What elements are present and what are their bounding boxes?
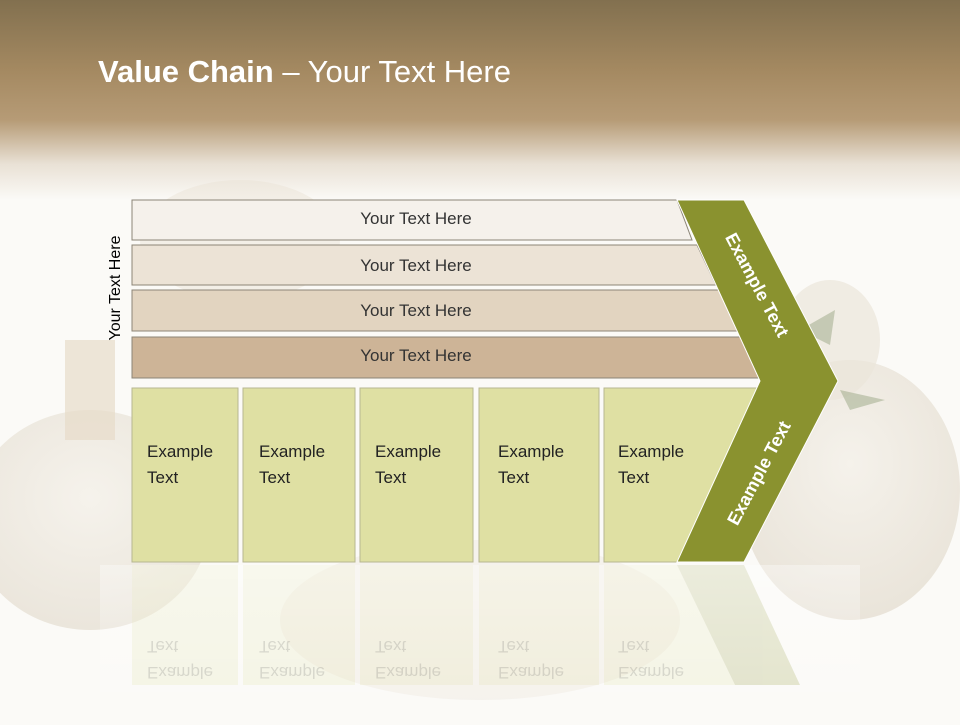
margin-chevron[interactable]: [676, 199, 839, 563]
primary-box-1-reflection: Example Text: [147, 637, 214, 682]
header-band: [0, 0, 960, 200]
primary-box-4-reflection: Example Text: [498, 637, 565, 682]
primary-box-1[interactable]: [131, 387, 239, 563]
support-bar-3-label: Your Text Here: [360, 301, 472, 320]
primary-box-1-label: Example Text: [147, 442, 214, 487]
slide-title: Value Chain – Your Text Here: [98, 54, 511, 90]
primary-box-3-reflection: Example Text: [375, 637, 442, 682]
primary-box-5-reflection: Example Text: [618, 637, 685, 682]
primary-box-2[interactable]: [242, 387, 356, 563]
primary-box-4-label: Example Text: [498, 442, 565, 487]
primary-box-2-reflection: Example Text: [259, 637, 326, 682]
support-bar-1-label: Your Text Here: [360, 209, 472, 228]
primary-box-2-label: Example Text: [259, 442, 326, 487]
title-bold: Value Chain: [98, 54, 274, 89]
primary-box-4[interactable]: [478, 387, 600, 563]
support-bar-2-label: Your Text Here: [360, 256, 472, 275]
primary-box-5-label: Example Text: [618, 442, 685, 487]
support-bar-4-label: Your Text Here: [360, 346, 472, 365]
primary-box-3[interactable]: [359, 387, 474, 563]
title-rest: – Your Text Here: [273, 54, 511, 89]
support-bar-1[interactable]: [131, 199, 693, 241]
primary-box-3-label: Example Text: [375, 442, 442, 487]
